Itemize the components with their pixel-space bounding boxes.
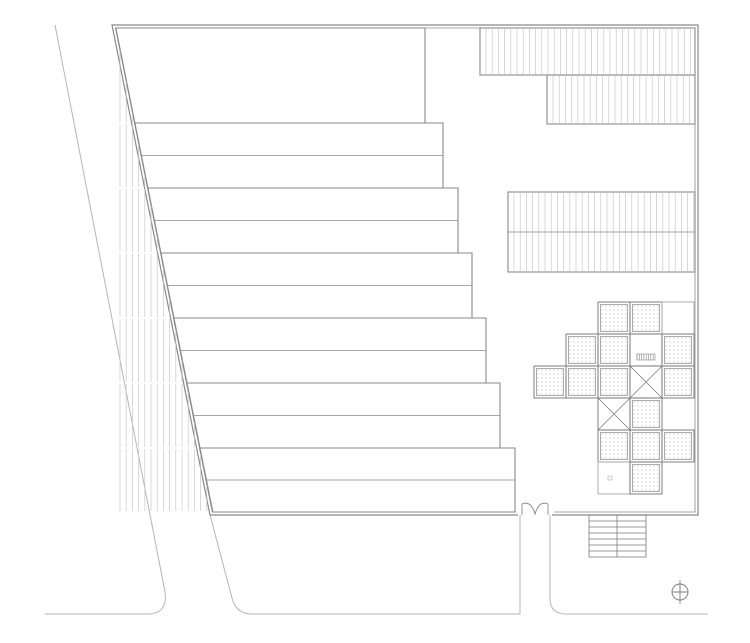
- skylight-glazing: [568, 336, 596, 364]
- small-vent: [607, 475, 613, 481]
- skylight-grid: [533, 301, 695, 495]
- skylight-cell: [661, 301, 695, 335]
- roof-band-outline: [198, 447, 516, 513]
- skylight-cell: [597, 429, 631, 463]
- skylight-glazing: [568, 368, 596, 396]
- skylight-cell: [565, 333, 599, 367]
- street-edge-right: [549, 515, 708, 615]
- roof-band-right: [507, 191, 696, 273]
- skylight-cell: [629, 461, 663, 495]
- roof-band: [119, 382, 501, 449]
- roof-band: [119, 252, 473, 319]
- street-edge-left: [45, 24, 166, 615]
- skylight-cell: [597, 301, 631, 335]
- skylight-cell: [629, 333, 663, 367]
- cell-outline: [661, 365, 695, 399]
- roof-band-right: [546, 74, 696, 125]
- skylight-cell: [629, 429, 663, 463]
- cell-outline: [597, 461, 631, 495]
- skylight-cell: [597, 333, 631, 367]
- skylight-glazing: [664, 336, 692, 364]
- skylight-glazing: [632, 464, 660, 492]
- skylight-glazing: [632, 432, 660, 460]
- building-perimeter: [111, 24, 699, 516]
- north-arrow-icon: [671, 580, 689, 604]
- roof-panels: [114, 27, 696, 513]
- skylight-glazing: [536, 368, 564, 396]
- stair-outline: [636, 353, 656, 361]
- exterior-stairs: [588, 514, 647, 558]
- roof-band: [114, 27, 426, 124]
- roof-band-right: [479, 27, 696, 76]
- skylight-cell: [661, 365, 695, 399]
- skylight-glazing: [600, 336, 628, 364]
- cell-outline: [661, 429, 695, 463]
- cell-outline: [629, 461, 663, 495]
- roof-band: [119, 187, 459, 254]
- skylight-glazing: [632, 400, 660, 428]
- skylight-cell: [629, 397, 663, 431]
- skylight-glazing: [600, 368, 628, 396]
- street-edge-lower: [209, 514, 521, 615]
- skylight-glazing: [664, 432, 692, 460]
- skylight-cell: [565, 365, 599, 399]
- skylight-cell: [629, 365, 663, 399]
- skylight-cell: [533, 365, 567, 399]
- roof-band: [119, 122, 444, 189]
- skylight-glazing: [664, 368, 692, 396]
- entrance-door-swing: [521, 502, 549, 516]
- roof-band-outline: [114, 27, 426, 124]
- skylight-cell: [629, 301, 663, 335]
- skylight-cell: [597, 461, 631, 495]
- site-boundary-lines: [45, 24, 708, 615]
- roof-band-outline: [546, 74, 696, 125]
- roof-band: [119, 317, 487, 384]
- void-cross: [629, 365, 663, 399]
- cell-outline: [661, 301, 695, 335]
- skylight-cell: [661, 429, 695, 463]
- skylight-glazing: [632, 304, 660, 332]
- skylight-glazing: [600, 304, 628, 332]
- roof-band: [119, 447, 516, 513]
- skylight-cell: [661, 333, 695, 367]
- skylight-cell: [597, 365, 631, 399]
- void-cross: [597, 397, 631, 431]
- skylight-glazing: [600, 432, 628, 460]
- roof-band-outline: [479, 27, 696, 76]
- skylight-cell: [597, 397, 631, 431]
- cell-outline: [629, 333, 663, 367]
- stair-outline: [588, 514, 647, 558]
